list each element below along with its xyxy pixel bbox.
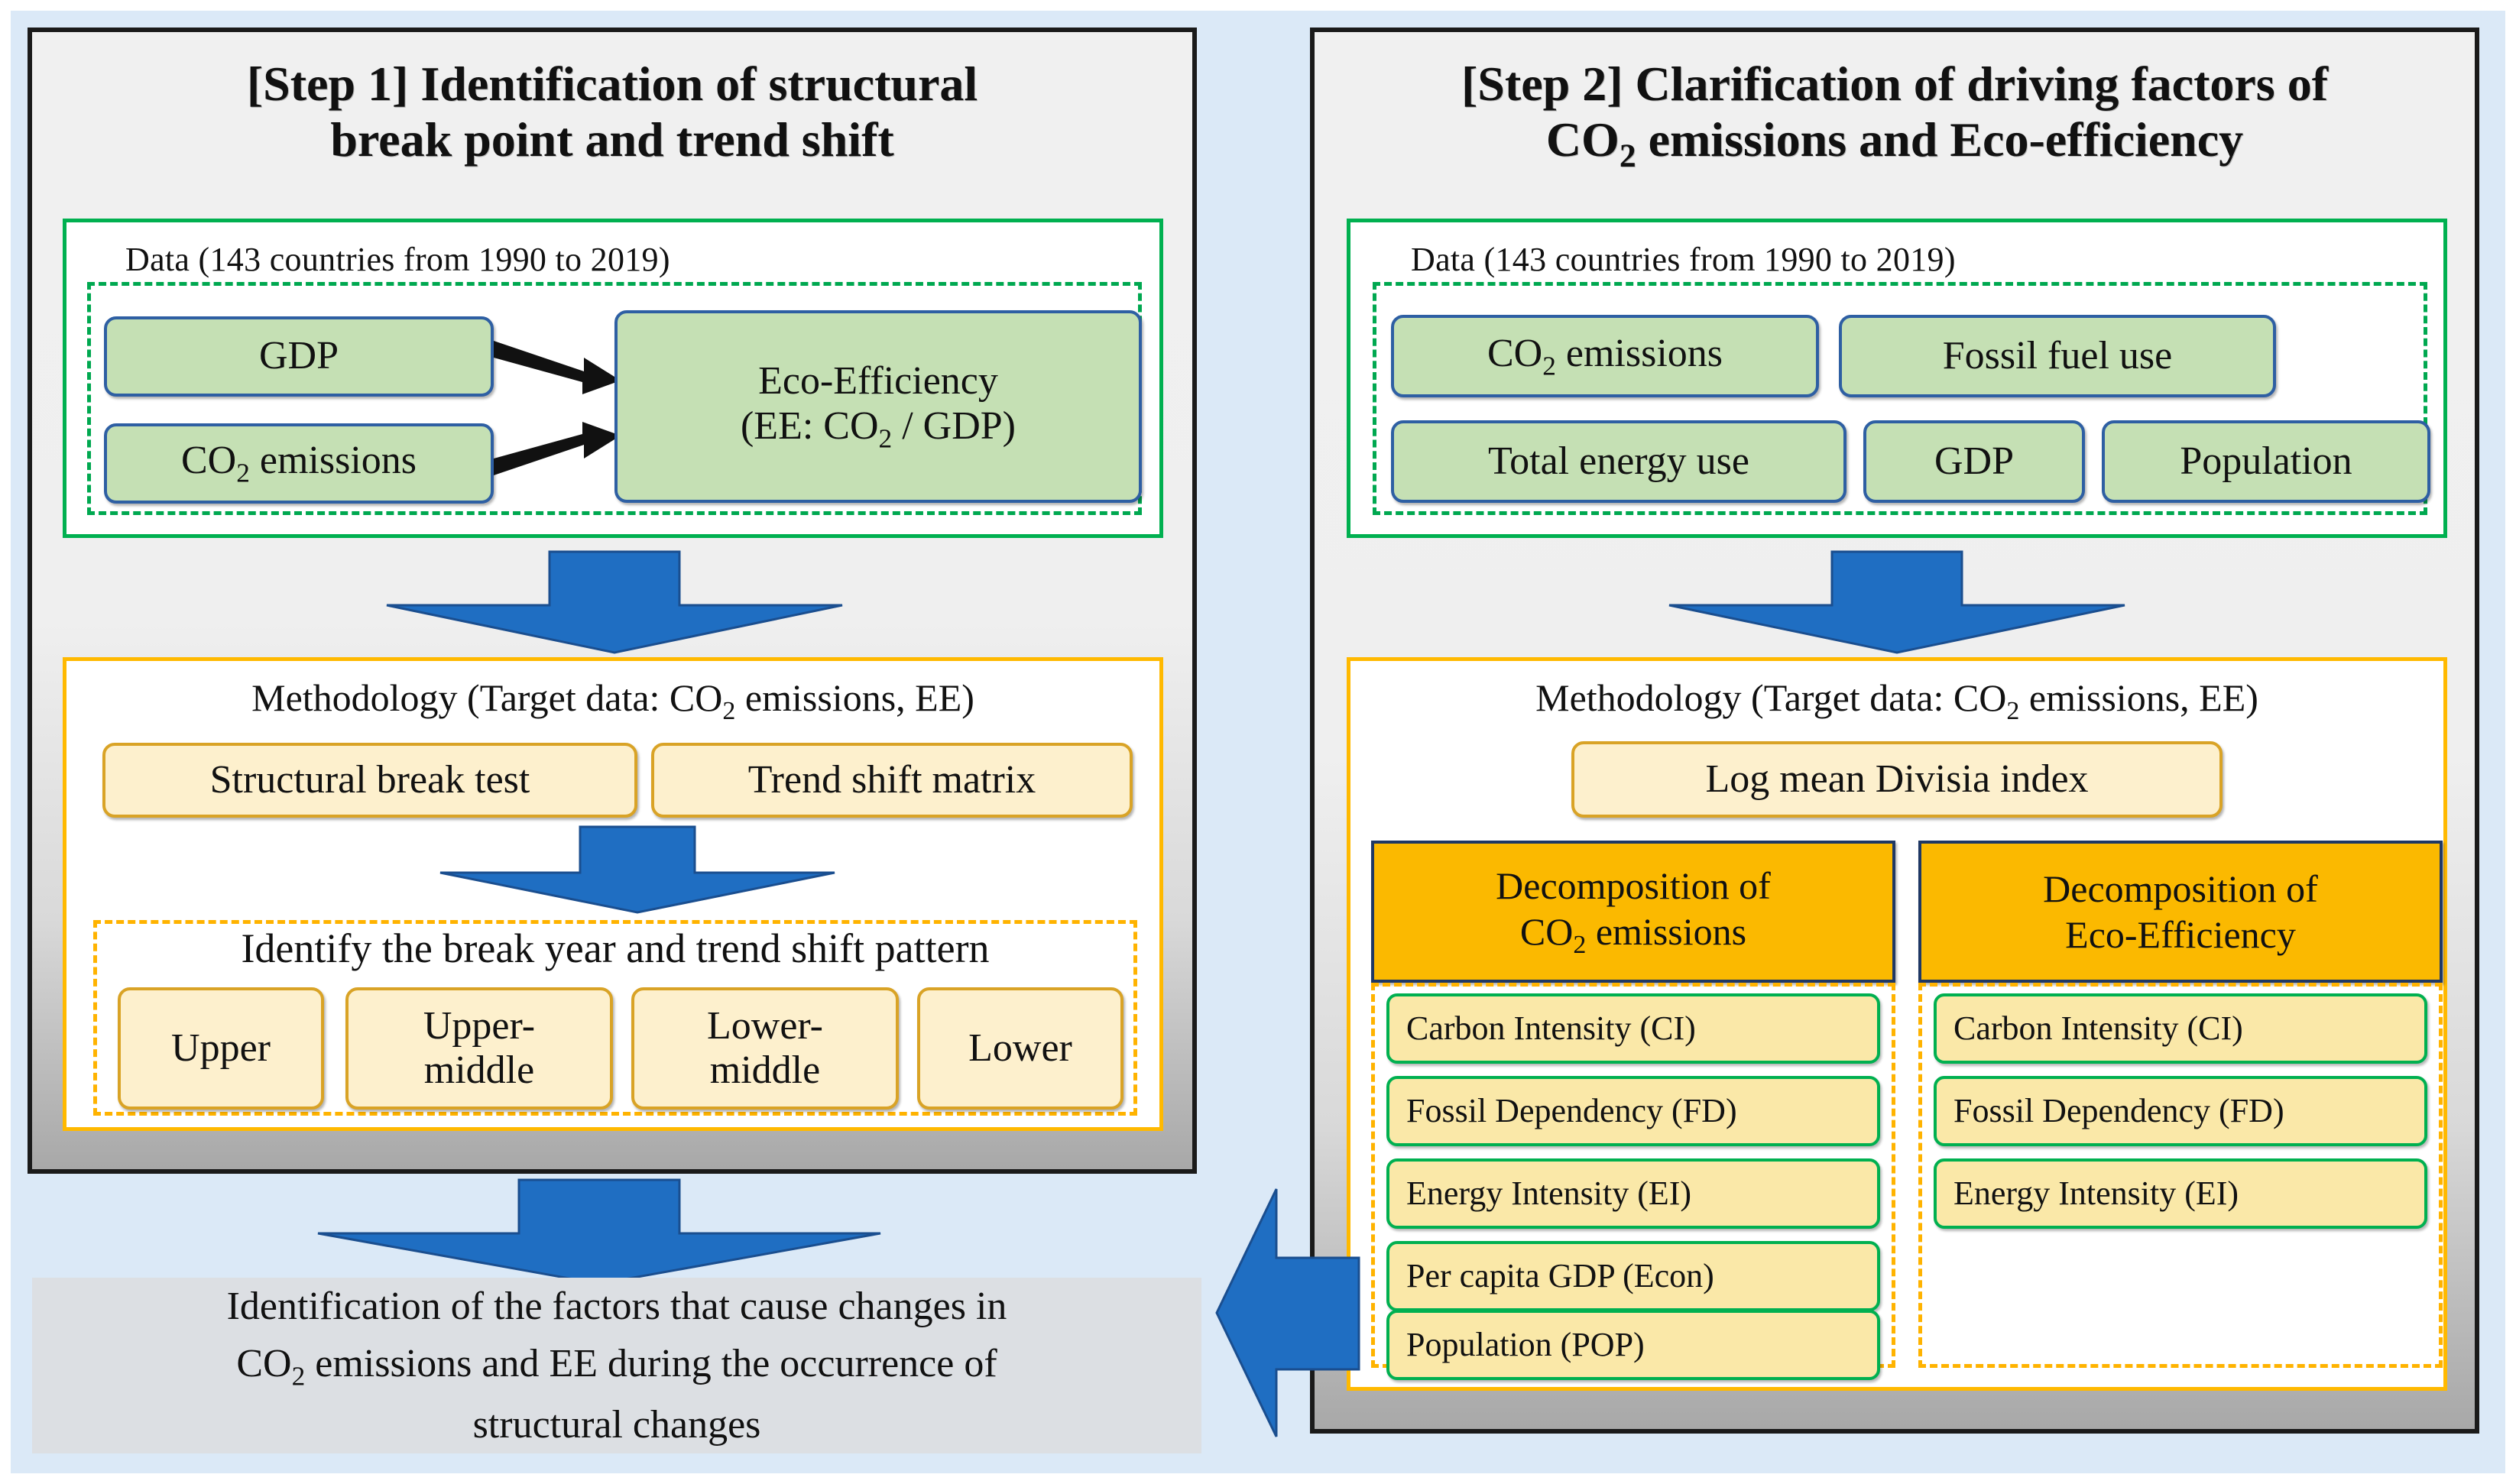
step2-data-row2-0-label: Total energy use xyxy=(1488,439,1749,483)
step1-methodology-label: Methodology (Target data: CO2 emissions,… xyxy=(251,676,974,725)
step2-factor-left-per-capita-gdp: Per capita GDP (Econ) xyxy=(1386,1241,1880,1311)
conclusion-box: Identification of the factors that cause… xyxy=(32,1278,1201,1453)
step2-factor-left-0-label: Carbon Intensity (CI) xyxy=(1406,1009,1696,1047)
step2-methodology-label: Methodology (Target data: CO2 emissions,… xyxy=(1535,676,2258,725)
step2-data-gdp: GDP xyxy=(1863,420,2085,503)
step1-arrow-gdp-to-ee xyxy=(492,324,622,408)
step2-data-dashed-group xyxy=(1373,282,2427,515)
step2-factor-left-2-label: Energy Intensity (EI) xyxy=(1406,1174,1692,1212)
step2-factor-right-energy-intensity: Energy Intensity (EI) xyxy=(1934,1158,2427,1229)
step2-title-line2: CO2 emissions and Eco-efficiency xyxy=(1545,112,2244,174)
step2-data-total-energy-use: Total energy use xyxy=(1391,420,1846,503)
step2-decomp-left-line2: CO2 emissions xyxy=(1519,909,1747,959)
step2-factor-right-1-label: Fossil Dependency (FD) xyxy=(1953,1091,2284,1129)
step2-data-row1-1-label: Fossil fuel use xyxy=(1942,333,2173,377)
conclusion-text: Identification of the factors that cause… xyxy=(227,1278,1007,1453)
conclusion-line1: Identification of the factors that cause… xyxy=(226,1284,1007,1328)
diagram-canvas: [Step 1] Identification of structural br… xyxy=(11,11,2505,1473)
step2-data-co2-emissions: CO2 emissions xyxy=(1391,315,1819,397)
step1-flow-arrow-1 xyxy=(385,550,844,654)
step2-factor-right-0-label: Carbon Intensity (CI) xyxy=(1953,1009,2243,1047)
step1-pattern-lower: Lower xyxy=(917,987,1123,1110)
step2-factor-left-carbon-intensity: Carbon Intensity (CI) xyxy=(1386,993,1880,1064)
step2-factor-left-population: Population (POP) xyxy=(1386,1310,1880,1380)
step1-input-co2: CO2 emissions xyxy=(104,423,494,504)
step2-method-label: Log mean Divisia index xyxy=(1705,757,2089,801)
step2-data-row1-0-label: CO2 emissions xyxy=(1487,331,1723,381)
step1-output-line2: (EE: CO2 / GDP) xyxy=(740,403,1016,453)
step1-arrow-co2-to-ee xyxy=(492,408,622,492)
step2-to-conclusion-left-arrow xyxy=(1215,1188,1360,1440)
step2-decomposition-eco-efficiency-header: Decomposition of Eco-Efficiency xyxy=(1918,841,2443,983)
step1-result-label: Identify the break year and trend shift … xyxy=(241,925,990,971)
step1-method-1-label: Structural break test xyxy=(209,757,530,802)
step2-data-label: Data (143 countries from 1990 to 2019) xyxy=(1411,241,1956,278)
step2-factor-left-fossil-dependency: Fossil Dependency (FD) xyxy=(1386,1076,1880,1146)
step2-decomp-left-line1: Decomposition of xyxy=(1496,864,1771,907)
step1-pattern-upper: Upper xyxy=(118,987,324,1110)
step1-input-gdp-label: GDP xyxy=(258,334,339,378)
step1-title-line1: [Step 1] Identification of structural xyxy=(246,57,978,111)
step1-pattern-0-label: Upper xyxy=(171,1026,271,1070)
step2-flow-arrow-1 xyxy=(1668,550,2126,654)
conclusion-line3: structural changes xyxy=(472,1402,761,1447)
step1-pattern-3-label: Lower xyxy=(968,1026,1072,1070)
step2-factor-right-carbon-intensity: Carbon Intensity (CI) xyxy=(1934,993,2427,1064)
step2-factor-left-1-label: Fossil Dependency (FD) xyxy=(1406,1091,1737,1129)
step1-pattern-lower-middle: Lower- middle xyxy=(631,987,899,1110)
step2-factor-right-2-label: Energy Intensity (EI) xyxy=(1953,1174,2239,1212)
conclusion-down-arrow xyxy=(316,1178,882,1285)
step1-input-gdp: GDP xyxy=(104,316,494,397)
step1-output-eco-efficiency: Eco-Efficiency (EE: CO2 / GDP) xyxy=(614,310,1142,503)
step2-factor-left-4-label: Population (POP) xyxy=(1406,1325,1645,1363)
step1-flow-arrow-2 xyxy=(439,825,836,914)
step1-data-label: Data (143 countries from 1990 to 2019) xyxy=(125,241,670,278)
step1-result-dashed-group xyxy=(93,920,1137,1116)
step1-method-2-label: Trend shift matrix xyxy=(747,757,1036,802)
step2-factor-left-energy-intensity: Energy Intensity (EI) xyxy=(1386,1158,1880,1229)
step2-method-log-mean-divisia-index: Log mean Divisia index xyxy=(1571,741,2223,818)
step2-decomp-right-line1: Decomposition of xyxy=(2043,867,2318,910)
step2-decomposition-co2-header: Decomposition of CO2 emissions xyxy=(1371,841,1895,983)
step1-title: [Step 1] Identification of structural br… xyxy=(28,57,1197,168)
step1-title-line2: break point and trend shift xyxy=(330,112,894,167)
step1-pattern-2-label: Lower- middle xyxy=(707,1003,823,1092)
step2-title-line1: [Step 2] Clarification of driving factor… xyxy=(1461,57,2329,111)
step2-data-fossil-fuel-use: Fossil fuel use xyxy=(1839,315,2276,397)
step2-decomp-right-dashed-group xyxy=(1918,983,2443,1368)
step1-pattern-1-label: Upper- middle xyxy=(423,1003,536,1092)
step1-method-structural-break-test: Structural break test xyxy=(102,743,637,818)
step2-factor-right-fossil-dependency: Fossil Dependency (FD) xyxy=(1934,1076,2427,1146)
step1-method-trend-shift-matrix: Trend shift matrix xyxy=(651,743,1133,818)
step2-factor-left-3-label: Per capita GDP (Econ) xyxy=(1406,1256,1714,1294)
step2-data-row2-1-label: GDP xyxy=(1934,439,2015,483)
step2-title: [Step 2] Clarification of driving factor… xyxy=(1310,57,2479,175)
step2-data-row2-2-label: Population xyxy=(2180,439,2352,483)
step2-decomp-right-line2: Eco-Efficiency xyxy=(2065,913,2296,956)
step1-input-co2-label: CO2 emissions xyxy=(180,439,417,488)
conclusion-line2: CO2 emissions and EE during the occurren… xyxy=(236,1342,997,1392)
step1-output-line1: Eco-Efficiency xyxy=(758,359,998,403)
step1-pattern-upper-middle: Upper- middle xyxy=(345,987,613,1110)
step2-data-population: Population xyxy=(2102,420,2430,503)
